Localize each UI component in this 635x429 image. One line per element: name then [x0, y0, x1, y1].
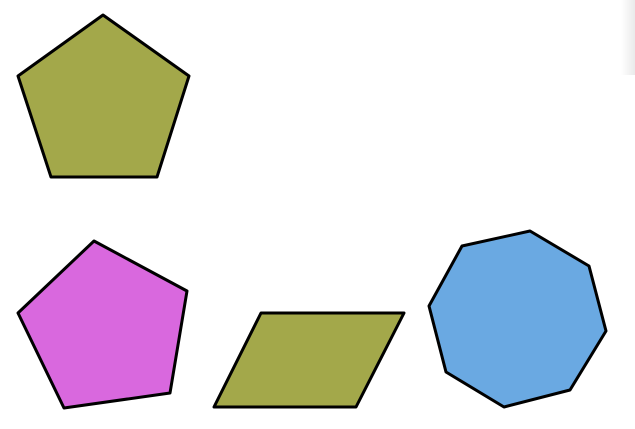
olive-parallelogram [212, 311, 406, 409]
window-edge-shadow [621, 0, 635, 75]
olive-pentagon [16, 13, 191, 179]
magenta-pentagon [16, 239, 189, 410]
blue-octagon [427, 229, 608, 409]
